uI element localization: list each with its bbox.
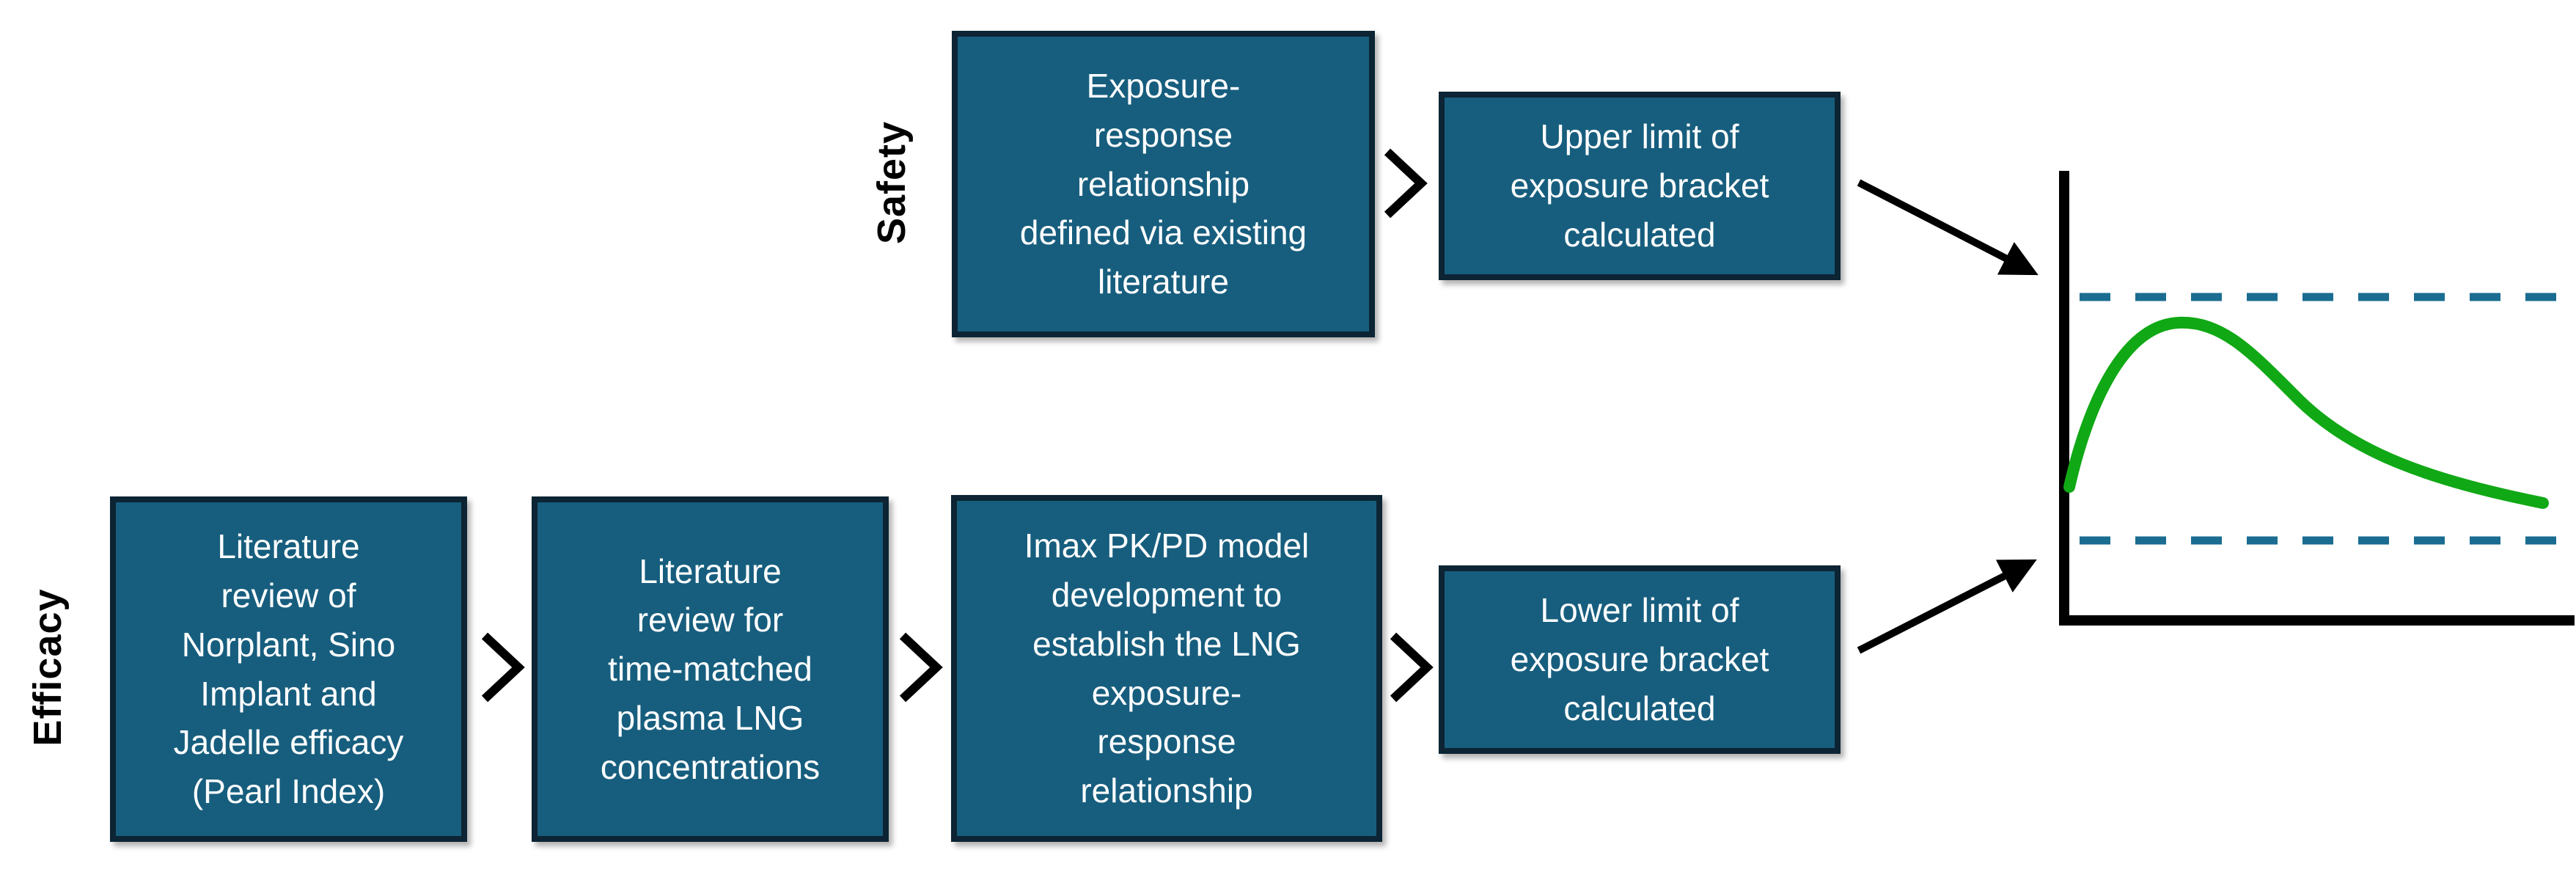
efficacy-box-literature-review-lng-concentrations: Literature review for time-matched plasm…	[532, 496, 889, 842]
efficacy-box-lower-limit: Lower limit of exposure bracket calculat…	[1439, 565, 1841, 754]
efficacy-box-imax-pkpd-model: Imax PK/PD model development to establis…	[951, 495, 1382, 842]
safety-box-upper-limit: Upper limit of exposure bracket calculat…	[1439, 92, 1841, 280]
safety-row-label: Safety	[870, 120, 914, 245]
box-text: Literature review of Norplant, Sino Impl…	[173, 527, 404, 810]
efficacy-row-label: Efficacy	[26, 588, 70, 747]
concentration-curve	[2063, 316, 2549, 509]
arrow-to-upper-bracket	[1857, 179, 2039, 276]
plot-axes	[2059, 171, 2575, 626]
exposure-plot	[2059, 171, 2576, 626]
box-text: Imax PK/PD model development to establis…	[1024, 527, 1310, 810]
arrow-to-lower-bracket	[1857, 559, 2037, 654]
chevron-right-icon	[1384, 148, 1428, 219]
safety-box-exposure-response: Exposure- response relationship defined …	[952, 31, 1375, 337]
efficacy-box-literature-review-pearl-index: Literature review of Norplant, Sino Impl…	[110, 496, 467, 842]
chevron-right-icon	[899, 632, 943, 703]
box-text: Literature review for time-matched plasm…	[600, 551, 821, 786]
chevron-right-icon	[1390, 632, 1434, 703]
box-text: Upper limit of exposure bracket calculat…	[1510, 117, 1769, 254]
box-text: Lower limit of exposure bracket calculat…	[1510, 591, 1769, 727]
chevron-right-icon	[481, 632, 525, 703]
box-text: Exposure- response relationship defined …	[1019, 67, 1307, 301]
